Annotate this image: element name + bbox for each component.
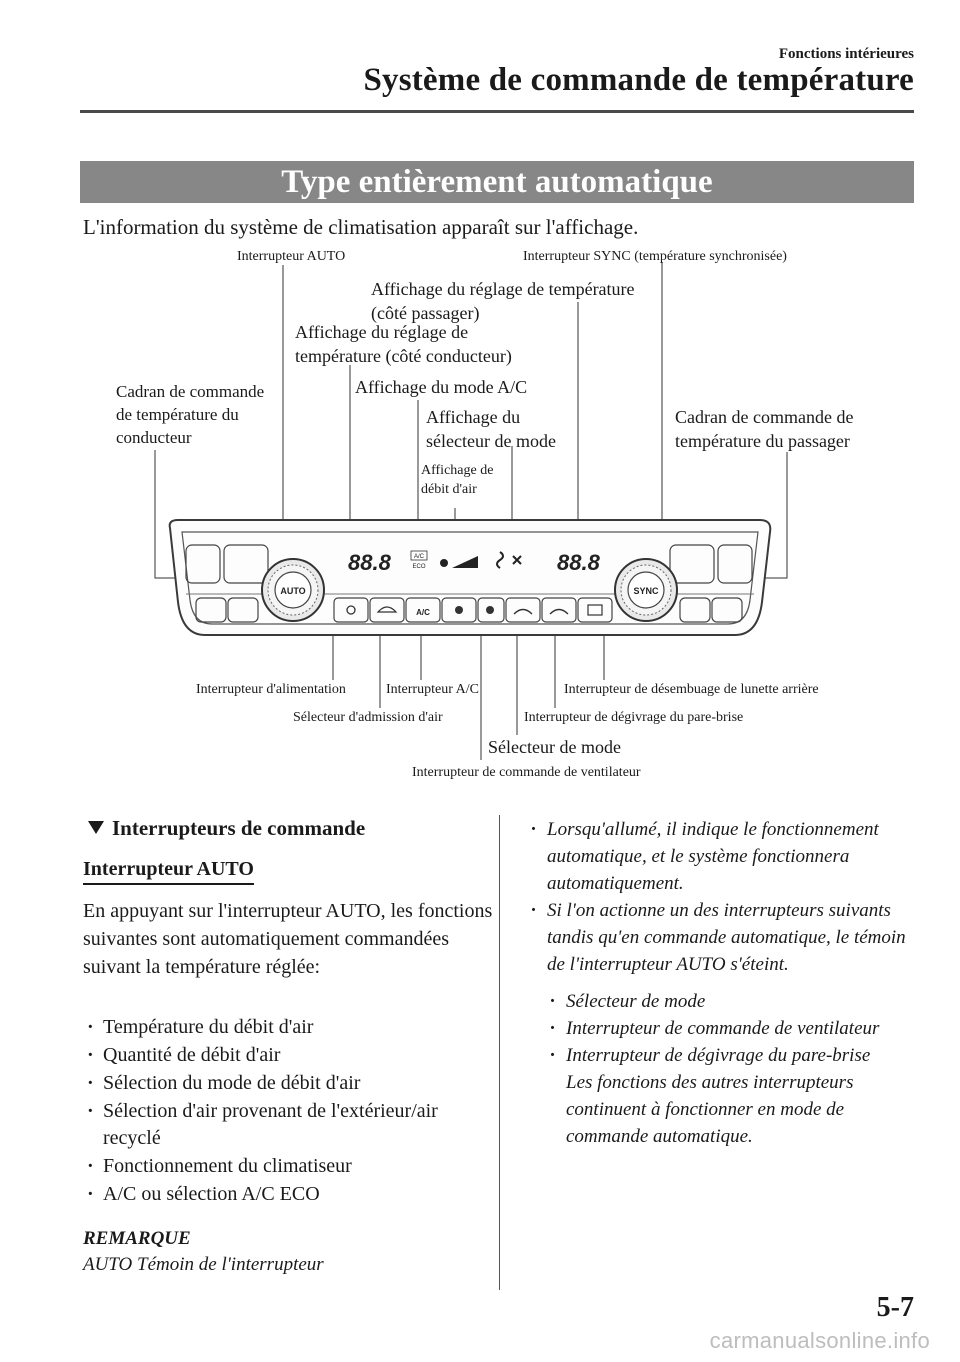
note-bullets: Lorsqu'allumé, il indique le fonctionnem…: [527, 816, 917, 978]
temp-left-readout: 88.8: [348, 550, 392, 575]
bottom-buttons: [333, 597, 613, 623]
list-item: Quantité de débit d'air: [83, 1042, 493, 1069]
label-ac-mode-display: Affichage du mode A/C: [355, 377, 528, 397]
label-sync-switch: Interrupteur SYNC (température synchroni…: [523, 249, 787, 264]
label-mode-selector-display: Affichage du sélecteur de mode: [426, 407, 556, 451]
label-rear-defog: Interrupteur de désembuage de lunette ar…: [564, 682, 819, 697]
left-seat-buttons: [185, 544, 269, 623]
section-name: Fonctions intérieures: [778, 46, 914, 62]
label-ac-switch: Interrupteur A/C: [386, 682, 479, 697]
label-driver-temp-display: Affichage du réglage de température (côt…: [295, 322, 512, 366]
note-sub-bullets: Sélecteur de mode Interrupteur de comman…: [527, 988, 917, 1069]
intro-text: L'information du système de climatisatio…: [83, 215, 639, 239]
list-item: Lorsqu'allumé, il indique le fonctionnem…: [527, 816, 917, 897]
list-item: Interrupteur de dégivrage du pare-brise: [546, 1042, 917, 1069]
label-mode-selector: Sélecteur de mode: [488, 737, 621, 757]
list-item: A/C ou sélection A/C ECO: [83, 1181, 493, 1208]
sync-knob: SYNC: [614, 558, 678, 622]
label-air-intake: Sélecteur d'admission d'air: [293, 710, 443, 725]
list-item: Fonctionnement du climatiseur: [83, 1153, 493, 1180]
note-text: AUTO Témoin de l'interrupteur: [83, 1254, 324, 1275]
auto-knob: AUTO: [261, 558, 325, 622]
page-title: Système de commande de température: [363, 62, 914, 98]
section-banner: Type entièrement automatique: [80, 161, 914, 203]
bottom-button-icons: [346, 604, 603, 616]
display-area: 88.8 A/C ECO 88.8: [348, 550, 601, 575]
note-continuation: Les fonctions des autres interrupteurs c…: [566, 1072, 854, 1147]
list-item: Si l'on actionne un des interrupteurs su…: [527, 897, 917, 978]
mode-icon: [496, 551, 522, 569]
label-windshield-defrost: Interrupteur de dégivrage du pare-brise: [524, 710, 744, 725]
temp-right-readout: 88.8: [557, 550, 601, 575]
auto-knob-label: AUTO: [280, 586, 305, 596]
right-column: Lorsqu'allumé, il indique le fonctionnem…: [527, 816, 917, 1150]
list-item: Sélection d'air provenant de l'extérieur…: [83, 1098, 493, 1152]
list-item: Température du débit d'air: [83, 1014, 493, 1041]
list-item: Sélection du mode de débit d'air: [83, 1070, 493, 1097]
climate-panel-diagram: AUTO SYNC 88.8 A/C ECO 88.8 A/C: [154, 262, 788, 760]
ac-button-label: A/C: [416, 608, 430, 617]
auto-description: En appuyant sur l'interrupteur AUTO, les…: [83, 900, 493, 978]
ac-indicator-1: A/C: [414, 554, 425, 560]
label-airflow-display: Affichage de débit d'air: [421, 463, 494, 497]
label-auto-switch: Interrupteur AUTO: [237, 249, 346, 264]
controls-heading: Interrupteurs de commande: [88, 816, 365, 841]
label-fan-switch: Interrupteur de commande de ventilateur: [412, 765, 641, 780]
header-rule: [80, 110, 914, 113]
list-item: Sélecteur de mode: [546, 988, 917, 1015]
list-item: Interrupteur de commande de ventilateur: [546, 1015, 917, 1042]
right-seat-buttons: [669, 544, 753, 623]
label-passenger-dial: Cadran de commande de température du pas…: [675, 407, 854, 451]
triangle-icon: [88, 821, 104, 834]
watermark: carmanualsonline.info: [709, 1328, 930, 1353]
page-number: 5-7: [876, 1292, 914, 1323]
note-heading: REMARQUE: [83, 1228, 191, 1249]
sync-knob-label: SYNC: [633, 586, 659, 596]
label-passenger-temp-display: Affichage du réglage de température (côt…: [371, 279, 635, 323]
auto-function-list: Température du débit d'air Quantité de d…: [83, 1014, 493, 1209]
airflow-icon: [440, 556, 478, 568]
ac-indicator-2: ECO: [412, 564, 425, 570]
column-divider: [499, 815, 500, 1290]
label-driver-dial: Cadran de commande de température du con…: [116, 382, 265, 447]
label-power-switch: Interrupteur d'alimentation: [196, 682, 346, 697]
auto-switch-heading: Interrupteur AUTO: [83, 858, 254, 885]
